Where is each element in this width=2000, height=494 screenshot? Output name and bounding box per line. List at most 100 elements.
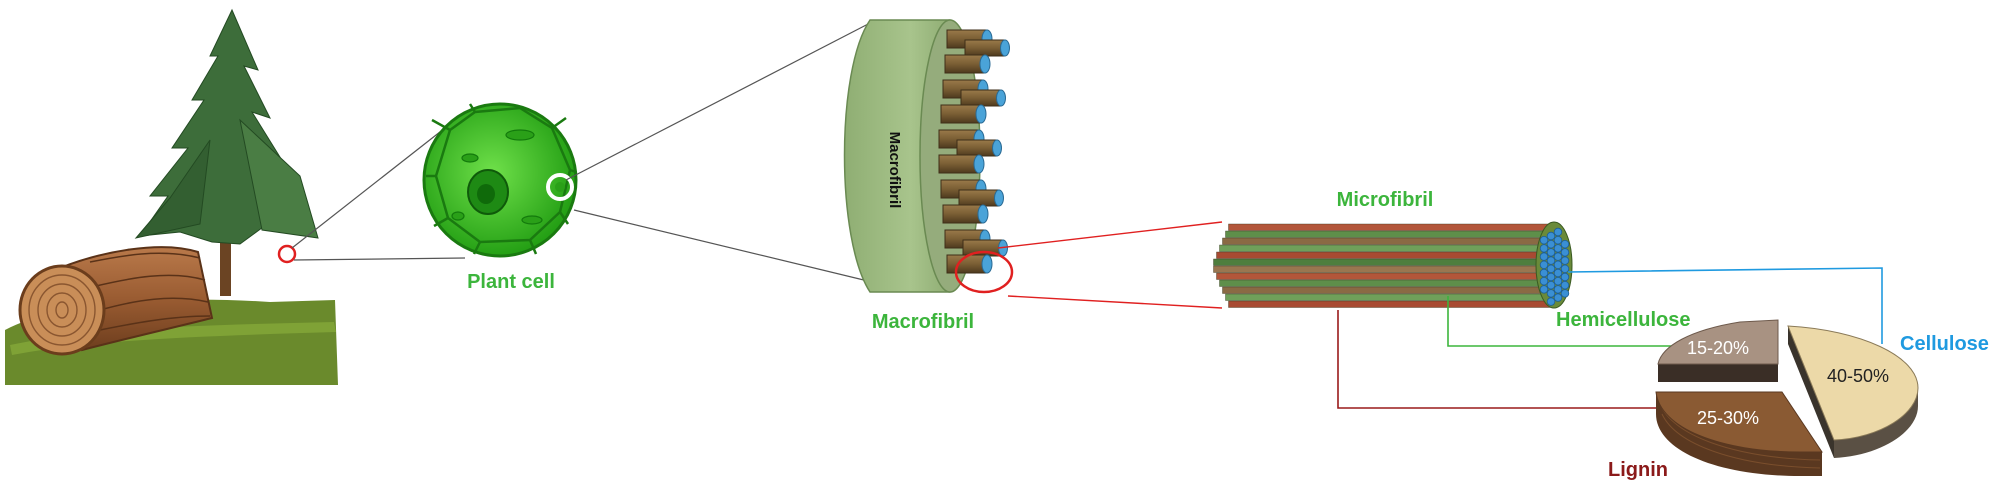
cellulose-chain-end	[1553, 277, 1563, 286]
microfibril-bundle: Microfibril	[1213, 189, 1573, 309]
cellulose-label: Cellulose	[1900, 333, 1989, 355]
cell-nucleolus	[477, 184, 495, 204]
tree-with-log-illustration	[5, 8, 338, 385]
pie-label-lignin: 25-30%	[1697, 408, 1759, 428]
lignin-label: Lignin	[1608, 459, 1668, 481]
microfibril-strand	[1216, 272, 1553, 280]
macrofibril-rod-end	[973, 154, 985, 174]
cellulose-chain-end	[1546, 289, 1556, 298]
microfibril-strand	[1213, 258, 1553, 266]
macrofibril-rod	[940, 104, 982, 124]
cellulose-chain-end	[1560, 256, 1570, 265]
macrofibril-rod	[958, 189, 1000, 207]
macrofibril-cylinder: Macrofibril Macrofibril	[843, 19, 1014, 333]
cellulose-chain-end	[1553, 268, 1563, 278]
microfibril-label: Microfibril	[1337, 189, 1434, 211]
composition-pie-chart: 15-20% 25-30% 40-50%	[1655, 319, 1919, 476]
cell-organelles	[451, 129, 543, 225]
cellulose-chain-end	[1546, 281, 1556, 290]
cellulose-chain-end	[1546, 297, 1556, 306]
zoom-lines-cell-to-macrofibril	[565, 21, 873, 283]
pie-slice-lignin: 25-30%	[1655, 391, 1823, 476]
cellulose-chain-end	[1546, 231, 1556, 241]
tree-foliage	[134, 8, 319, 245]
macrofibril-rod-end	[992, 139, 1002, 157]
cellulose-chain-end	[1553, 252, 1563, 261]
cellulose-chain-end	[1560, 264, 1570, 273]
cellulose-chain-end	[1553, 227, 1563, 237]
pie-slice-cellulose-inner	[1788, 326, 1834, 458]
grass-highlight	[10, 322, 336, 355]
pie-slice-lignin-side	[1656, 392, 1822, 476]
cellulose-chain-end	[1560, 272, 1570, 282]
macrofibril-rod-end	[981, 254, 993, 274]
cell-compartments	[426, 103, 577, 255]
macrofibril-rod	[960, 89, 1002, 107]
zoom-lines-tree-to-cell	[291, 127, 466, 261]
macrofibril-rod-end	[977, 204, 989, 224]
leader-lines	[1337, 267, 1883, 409]
cellulose-leader	[1567, 267, 1883, 344]
cellulose-chain-end	[1539, 285, 1549, 294]
microfibril-strand	[1216, 251, 1553, 259]
cellulose-chain-end	[1553, 260, 1563, 269]
macrofibril-rod	[956, 139, 998, 157]
tree-callout-circle	[277, 244, 297, 264]
cellulose-chain-end	[1560, 239, 1570, 249]
macrofibril-rod-end	[975, 104, 987, 124]
pie-slice-hemicellulose: 15-20%	[1657, 319, 1779, 382]
cellulose-chain-end	[1546, 248, 1556, 257]
pie-slice-lignin-top	[1655, 391, 1823, 453]
hemicellulose-leader	[1447, 296, 1700, 347]
log-end	[18, 264, 106, 356]
cell-callout-dot	[555, 182, 565, 192]
pie-label-hemicellulose: 15-20%	[1687, 338, 1749, 358]
microfibril-strand	[1228, 223, 1553, 231]
microfibril-strand	[1222, 286, 1553, 294]
cellulose-chain-end	[1539, 244, 1549, 253]
zoom-lines-macro-to-micro	[997, 221, 1223, 309]
hemicellulose-label: Hemicellulose	[1556, 309, 1691, 331]
pie-slice-cellulose-top	[1787, 325, 1919, 441]
cellulose-chain-end	[1546, 239, 1556, 249]
microfibril-strand	[1213, 265, 1553, 273]
macrofibril-rod	[944, 54, 986, 74]
macrofibril-label: Macrofibril	[872, 311, 974, 333]
microfibril-strand	[1219, 279, 1553, 287]
macrofibril-rod-end	[994, 189, 1004, 207]
macrofibril-rod	[964, 39, 1006, 57]
macrofibril-rod-end	[996, 89, 1006, 107]
cellulose-chain-end	[1553, 244, 1563, 253]
plant-cell-illustration: Plant cell	[422, 102, 578, 293]
tree-trunk	[220, 240, 231, 296]
microfibril-strand	[1219, 244, 1553, 252]
pie-label-cellulose: 40-50%	[1827, 366, 1889, 386]
cell-callout-circle	[546, 173, 574, 201]
log-bark-lines	[89, 252, 211, 331]
log-growth-rings	[28, 274, 96, 346]
macrofibril-side-label: Macrofibril	[886, 132, 903, 209]
cellulose-chain-end	[1539, 268, 1549, 278]
microfibril-strand	[1222, 237, 1553, 245]
cellulose-chain-end	[1546, 256, 1556, 265]
macrofibril-rod-end	[979, 54, 991, 74]
microfibril-endcaps	[1535, 221, 1573, 309]
pie-slice-cellulose-side	[1834, 388, 1918, 458]
lignin-leader	[1337, 310, 1660, 409]
cellulose-chain-end	[1539, 277, 1549, 286]
macrofibril-rod	[946, 254, 988, 274]
cellulose-chain-end	[1553, 285, 1563, 294]
pie-slice-hemicellulose-top	[1657, 319, 1779, 365]
microfibril-strand	[1225, 230, 1553, 238]
macrofibril-rod-end	[1000, 39, 1010, 57]
cellulose-chain-end	[1539, 252, 1549, 261]
cellulose-chain-end	[1560, 248, 1570, 257]
cellulose-chain-end	[1546, 264, 1556, 273]
pie-slice-hemicellulose-side	[1658, 364, 1778, 382]
cellulose-chain-end	[1560, 289, 1570, 298]
cellulose-chain-end	[1546, 272, 1556, 282]
cellulose-chain-end	[1553, 293, 1563, 302]
cellulose-chain-end	[1560, 281, 1570, 290]
